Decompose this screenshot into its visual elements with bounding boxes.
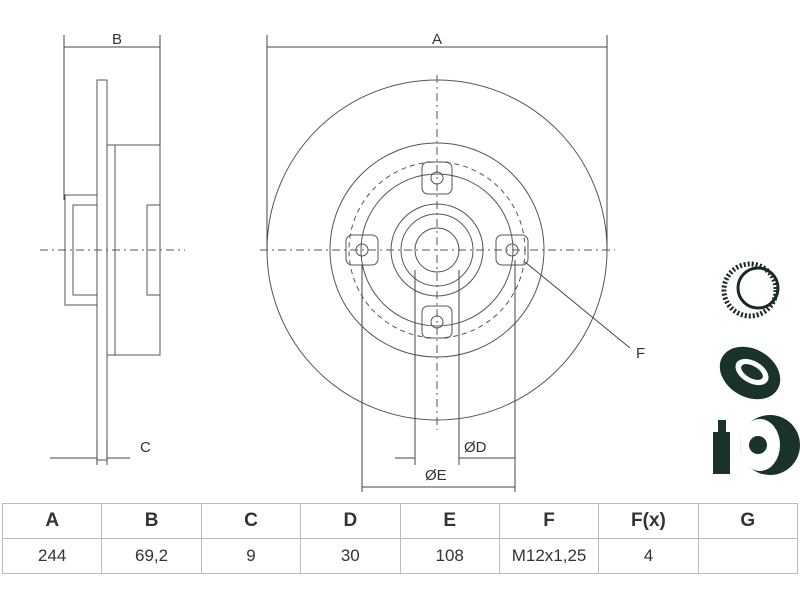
front-view bbox=[260, 75, 615, 430]
label-C: C bbox=[140, 439, 151, 456]
label-B: B bbox=[112, 31, 122, 48]
header-B: B bbox=[101, 503, 202, 539]
value-Fx: 4 bbox=[598, 538, 699, 574]
value-B: 69,2 bbox=[101, 538, 202, 574]
spec-table: A B C D E F F(x) G 244 69,2 9 30 108 M12… bbox=[1, 503, 799, 574]
value-G bbox=[697, 538, 799, 574]
technical-drawing: B A C ØD ØE F bbox=[40, 31, 800, 492]
value-C: 9 bbox=[200, 538, 302, 574]
label-A: A bbox=[432, 31, 442, 48]
label-E: ØE bbox=[425, 467, 447, 484]
header-Fx: F(x) bbox=[598, 503, 699, 539]
header-A: A bbox=[1, 503, 103, 539]
label-D: ØD bbox=[464, 439, 487, 456]
label-F: F bbox=[636, 345, 645, 362]
header-E: E bbox=[399, 503, 500, 539]
abs-ring-icon bbox=[721, 261, 780, 319]
dimensions bbox=[50, 35, 631, 492]
value-F: M12x1,25 bbox=[498, 538, 600, 574]
value-E: 108 bbox=[399, 538, 500, 574]
header-F: F bbox=[498, 503, 600, 539]
value-A: 244 bbox=[1, 538, 103, 574]
value-D: 30 bbox=[300, 538, 401, 574]
side-view bbox=[40, 79, 185, 461]
header-C: C bbox=[200, 503, 302, 539]
spray-disc-icon bbox=[713, 415, 800, 475]
bearing-icon bbox=[719, 346, 781, 400]
header-D: D bbox=[300, 503, 401, 539]
header-G: G bbox=[697, 503, 799, 539]
